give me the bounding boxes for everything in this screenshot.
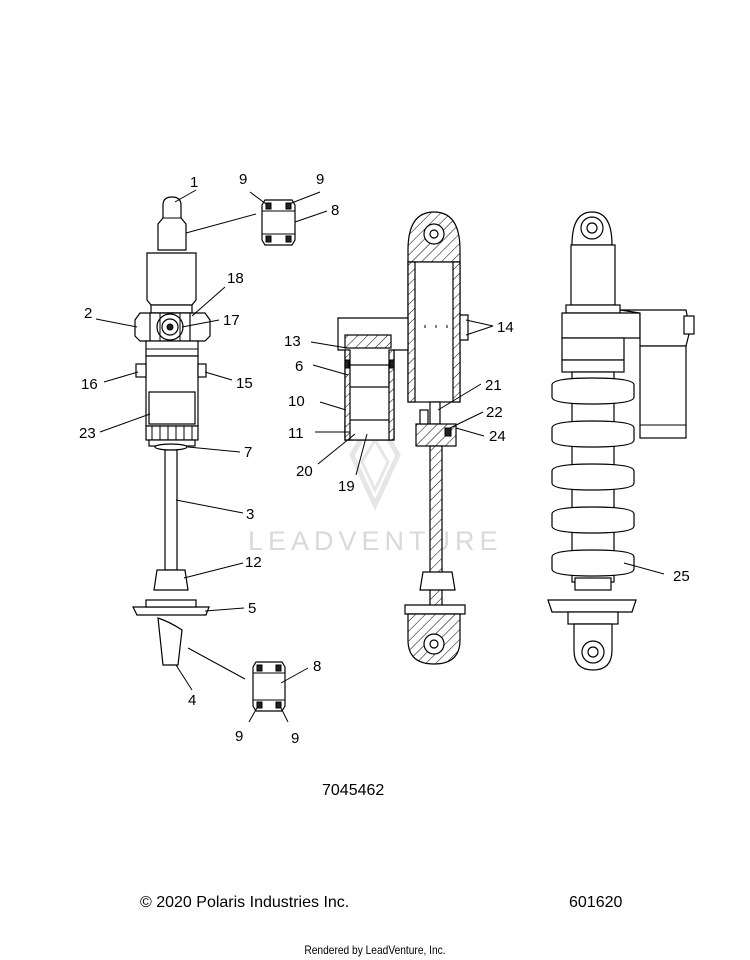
callout-12: 12	[245, 554, 262, 571]
callout-6: 6	[295, 358, 303, 375]
cutaway-shock	[337, 211, 469, 665]
callout-2: 2	[84, 305, 92, 322]
callout-20: 20	[296, 463, 313, 480]
callout-21: 21	[485, 377, 502, 394]
callout-9-upper-right: 9	[316, 171, 324, 188]
callout-11: 11	[288, 425, 304, 442]
callout-8-lower: 8	[313, 658, 321, 675]
callout-9-lower-left: 9	[235, 728, 243, 745]
callout-10: 10	[288, 393, 305, 410]
callout-9-lower-right: 9	[291, 730, 299, 747]
watermark-text: LEADVENTURE	[248, 526, 503, 556]
exploded-shock	[132, 196, 296, 712]
callout-7: 7	[244, 444, 252, 461]
callout-8-upper: 8	[331, 202, 339, 219]
assembled-shock	[547, 211, 695, 671]
callout-labels: 1 9 9 8 18 2 17 16 15 23 7 3 12 5 4 8 9 …	[79, 171, 690, 747]
part-number: 7045462	[322, 782, 385, 799]
callout-1: 1	[190, 174, 198, 191]
diagram-id: 601620	[569, 894, 623, 911]
callout-3: 3	[246, 506, 254, 523]
callout-23: 23	[79, 425, 96, 442]
callout-17: 17	[223, 312, 240, 329]
callout-14: 14	[497, 319, 514, 336]
callout-18: 18	[227, 270, 244, 287]
coil-spring	[551, 377, 635, 577]
rendered-by-credit: Rendered by LeadVenture, Inc.	[304, 943, 446, 957]
callout-16: 16	[81, 376, 98, 393]
copyright-notice: © 2020 Polaris Industries Inc.	[140, 894, 350, 911]
callout-9-upper-left: 9	[239, 171, 247, 188]
callout-24: 24	[489, 428, 506, 445]
callout-15: 15	[236, 375, 253, 392]
callout-4: 4	[188, 692, 196, 709]
callout-13: 13	[284, 333, 301, 350]
callout-25: 25	[673, 568, 690, 585]
callout-22: 22	[486, 404, 503, 421]
leader-lines	[95, 189, 665, 723]
callout-19: 19	[338, 478, 355, 495]
bearing-upper	[261, 199, 296, 246]
bearing-lower	[252, 661, 286, 712]
callout-5: 5	[248, 600, 256, 617]
